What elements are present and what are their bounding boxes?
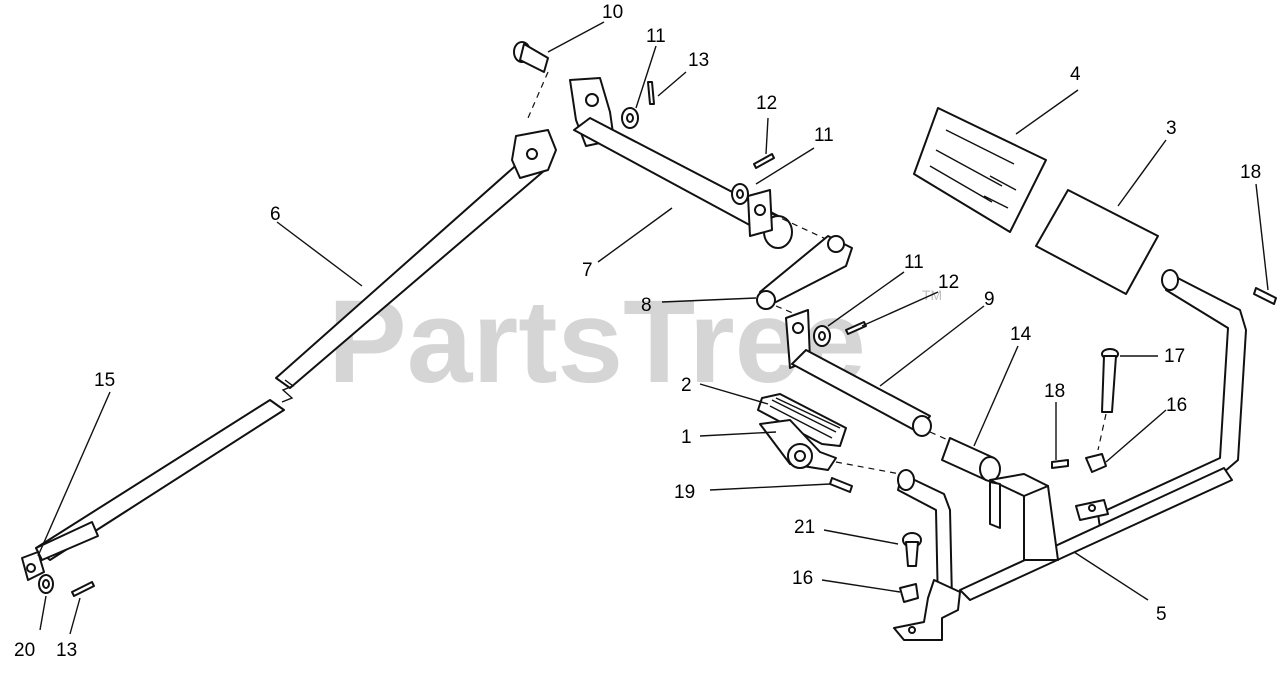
part-9-pedal-shaft [785,309,949,441]
part-6-rod [35,129,557,561]
leader-lines [37,21,1269,635]
part-11-washers [621,107,831,347]
part-14-bushing [941,437,1001,482]
callout-1: 1 [681,427,692,448]
callout-16-bottom: 16 [792,568,813,589]
part-15-clevis [21,551,45,581]
part-4-pad [913,107,1047,233]
callout-18-right: 18 [1240,162,1261,183]
callout-18-middle: 18 [1044,381,1065,402]
part-17-bolt [1097,348,1119,451]
part-13-cotter-pin-upper [647,81,655,105]
callout-17: 17 [1164,346,1185,367]
callout-11-middle: 11 [814,125,834,146]
callout-10: 10 [602,2,623,23]
callout-19: 19 [674,482,695,503]
callout-13-top: 13 [688,50,709,71]
part-13-cotter-pin-lower [71,581,95,597]
part-12-pins [753,153,867,335]
callout-5: 5 [1156,604,1167,625]
callout-3: 3 [1166,118,1177,139]
part-18-pins [1051,287,1277,469]
part-19-roll-pin [829,477,853,493]
callout-7: 7 [582,260,593,281]
part-20-washer [38,574,54,594]
part-8-link-arm [756,235,853,317]
callout-21: 21 [794,517,815,538]
callout-15: 15 [94,370,115,391]
part-2-pedal-pad [757,393,847,447]
callout-11-lower: 11 [904,252,924,273]
part-1-pedal-arm [759,419,901,475]
callout-9: 9 [984,289,995,310]
callout-4: 4 [1070,64,1081,85]
callout-8: 8 [641,295,652,316]
callout-20: 20 [14,640,35,661]
part-7-cross-shaft [569,77,829,249]
callout-6: 6 [270,204,281,225]
callouts: 1 2 3 4 5 6 7 8 9 10 11 11 11 12 12 13 1… [14,2,1261,661]
callout-12-top: 12 [756,93,777,114]
part-10-clevis-pin [513,41,549,119]
part-3-plate [1035,189,1159,295]
part-16-nuts [899,453,1107,603]
part-21-bolt [902,532,922,567]
callout-13-bottom: 13 [56,640,77,661]
callout-11-top: 11 [646,26,666,47]
callout-16-right: 16 [1166,395,1187,416]
callout-14: 14 [1010,324,1032,345]
callout-2: 2 [681,375,692,396]
callout-12-lower: 12 [938,272,959,293]
part-5-frame [893,269,1247,641]
